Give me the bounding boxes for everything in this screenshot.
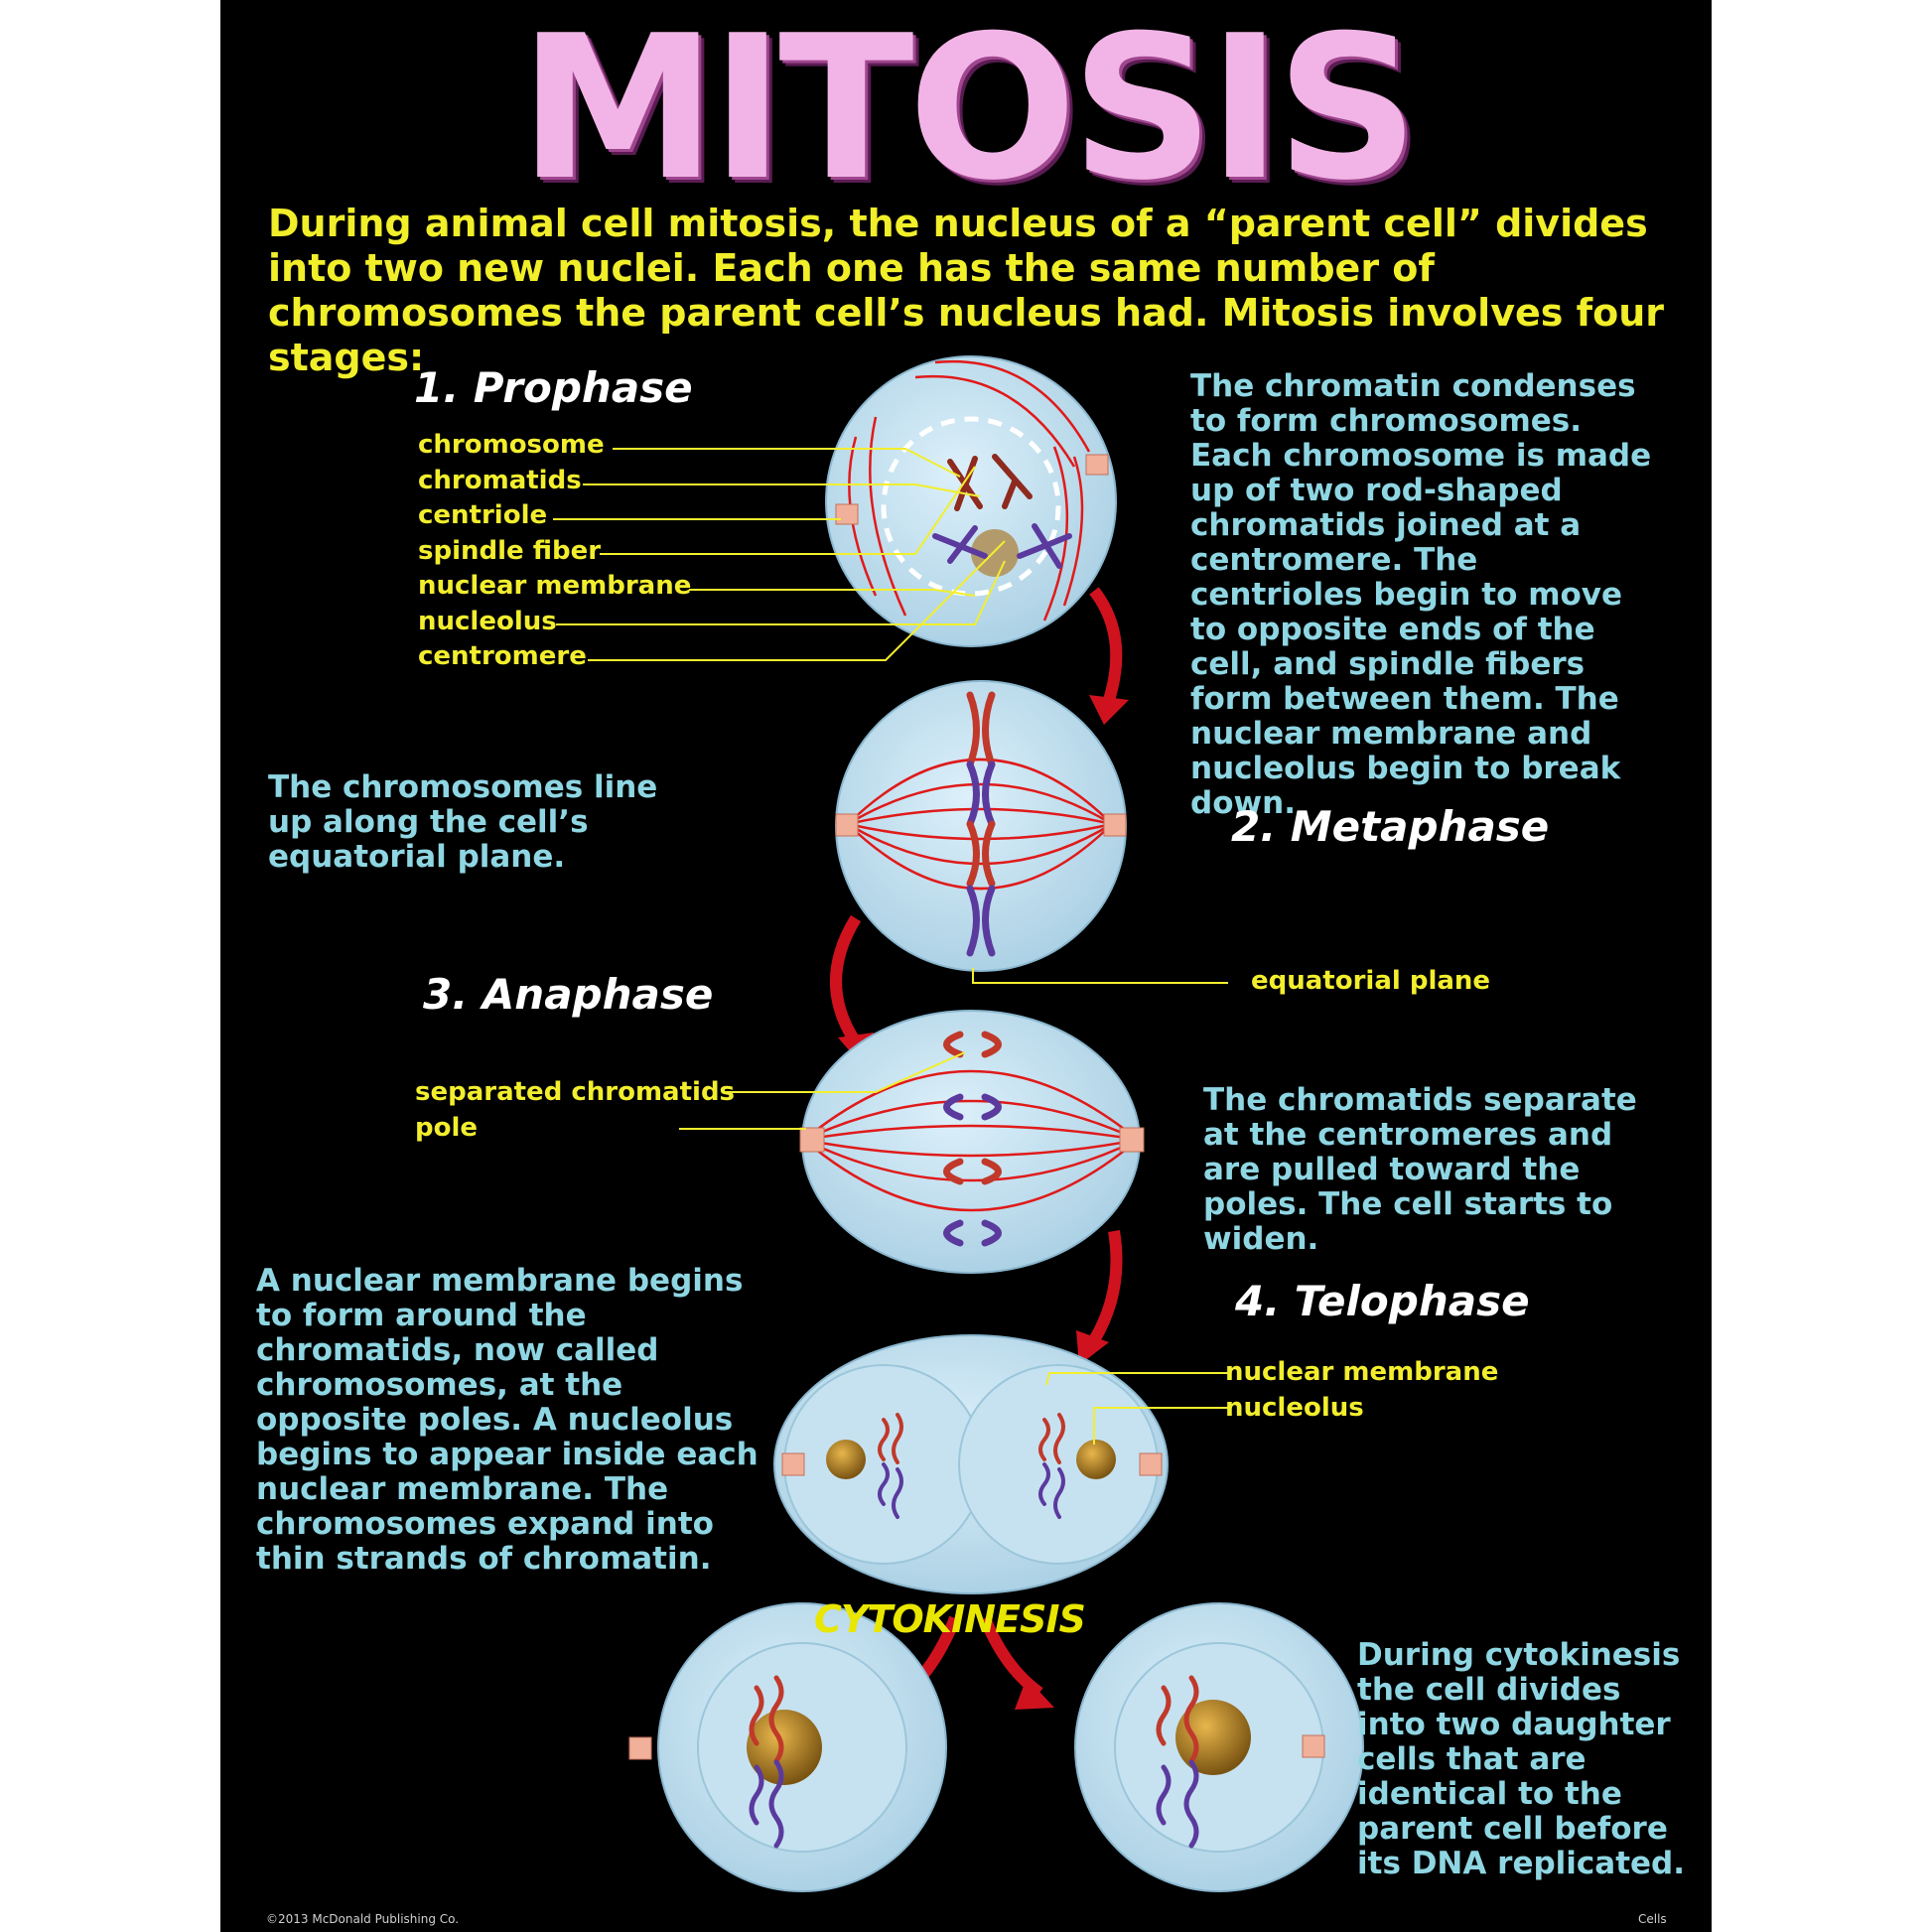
copyright-text: ©2013 McDonald Publishing Co. (266, 1912, 460, 1926)
telophase-heading: 4. Telophase (1235, 1277, 1530, 1325)
label-nuclear-membrane: nuclear membrane (418, 571, 692, 601)
label-telophase-nucleolus: nucleolus (1225, 1393, 1364, 1423)
metaphase-cell (835, 680, 1228, 984)
telophase-cell (773, 1334, 1228, 1594)
label-telophase-nuclear-membrane: nuclear membrane (1225, 1357, 1499, 1387)
anaphase-heading: 3. Anaphase (423, 970, 714, 1019)
label-equatorial-plane: equatorial plane (1251, 966, 1491, 996)
footer-topic: Cells (1638, 1912, 1667, 1926)
arrow-icon (1088, 1230, 1123, 1344)
daughter-cell-right (1074, 1602, 1364, 1892)
prophase-heading: 1. Prophase (414, 363, 693, 412)
label-centriole: centriole (418, 500, 548, 530)
label-spindle-fiber: spindle fiber (418, 536, 602, 566)
daughter-cell-left (628, 1602, 947, 1892)
arrow-head-icon (1015, 1678, 1054, 1710)
metaphase-heading: 2. Metaphase (1231, 802, 1550, 851)
label-nucleolus: nucleolus (418, 607, 557, 636)
arrow-head-icon (1076, 1330, 1109, 1365)
telophase-description: A nuclear membrane begins to form around… (256, 1263, 759, 1577)
cytokinesis-heading: CYTOKINESIS (814, 1597, 1086, 1641)
poster: MITOSIS During animal cell mitosis, the … (220, 0, 1712, 1932)
arrow-head-icon (1089, 695, 1129, 725)
metaphase-description: The chromosomes line up along the cell’s… (268, 769, 658, 875)
arrow-icon (1089, 587, 1123, 702)
mitosis-diagram (553, 355, 1364, 1892)
intro-text: During animal cell mitosis, the nucleus … (268, 202, 1665, 379)
cytokinesis-description: During cytokinesis the cell divides into… (1357, 1637, 1686, 1881)
label-chromatids: chromatids (418, 466, 582, 495)
anaphase-description: The chromatids separate at the centromer… (1203, 1082, 1637, 1257)
label-pole: pole (415, 1113, 479, 1143)
label-chromosome: chromosome (418, 430, 605, 460)
label-centromere: centromere (418, 641, 587, 671)
arrow-icon (830, 914, 862, 1046)
label-separated-chromatids: separated chromatids (415, 1077, 736, 1107)
page-title: MITOSIS (518, 0, 1419, 224)
prophase-description: The chromatin condenses to form chromoso… (1190, 368, 1652, 821)
anaphase-cell (679, 1010, 1145, 1274)
prophase-cell (553, 355, 1117, 661)
